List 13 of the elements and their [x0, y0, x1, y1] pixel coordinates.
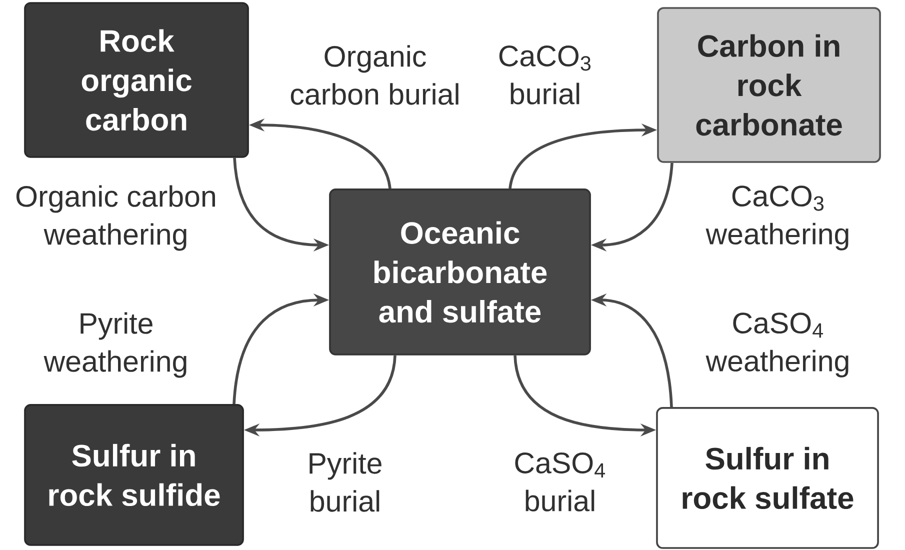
text-box: Sulfur in rock sulfide — [24, 404, 244, 546]
edge-label: CaSO$_{4}$ burial — [515, 452, 605, 512]
edge-label: Organic carbon burial — [290, 45, 458, 105]
edge-label: CaCO$_{3}$ weathering — [706, 186, 848, 250]
text-box: Carbon in rock carbonate — [657, 7, 881, 163]
edge-label: Pyrite weathering — [44, 312, 186, 378]
text-box: Sulfur in rock sulfate — [656, 407, 879, 549]
text-box: Oceanic bicarbonate and sulfate — [329, 188, 591, 356]
edge-label: Pyrite burial — [310, 452, 382, 512]
text-box: Rock organic carbon — [24, 2, 249, 158]
edge-label: CaSO$_{4}$ weathering — [706, 312, 848, 378]
edge-label: Organic carbon weathering — [16, 185, 215, 251]
edge-label: CaCO$_{3}$ burial — [499, 46, 591, 104]
